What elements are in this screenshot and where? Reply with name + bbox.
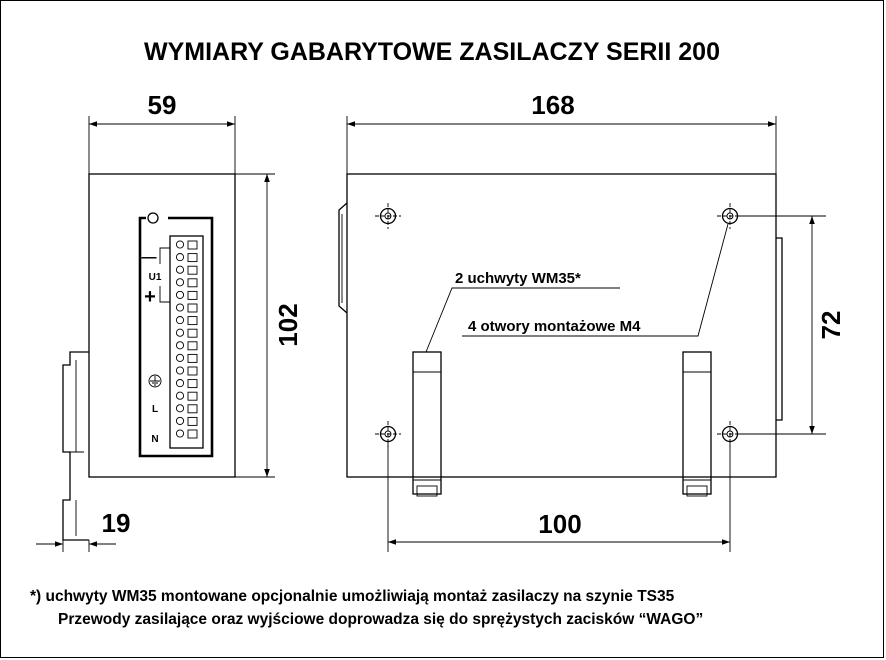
- plus-label: +: [144, 286, 156, 308]
- terminal-screw-icon: [175, 290, 185, 299]
- terminal-screw-icon: [175, 328, 185, 337]
- dim-height: 102: [273, 303, 303, 346]
- terminal-clamp: [187, 265, 198, 275]
- live-label: L: [152, 404, 158, 415]
- wm35-mount-left: [412, 351, 442, 497]
- din-rail-detail: [70, 360, 84, 536]
- terminal-screw-icon: [175, 366, 185, 375]
- output-bracket: [159, 247, 170, 303]
- terminal-clamp: [187, 429, 198, 439]
- terminal-clamp: [187, 379, 198, 389]
- din-rail-clip: [62, 351, 89, 541]
- led-indicator-icon: [147, 212, 159, 224]
- terminal-clamp: [187, 290, 198, 300]
- mounting-hole-icon: [717, 203, 743, 229]
- footnote-line-2: Przewody zasilające oraz wyjściowe dopro…: [58, 611, 703, 628]
- terminal-screw-icon: [175, 379, 185, 388]
- side-tab-right: [776, 237, 783, 421]
- terminal-clamp: [187, 391, 198, 401]
- side-view: 2 uchwyty WM35* 4 otwory montażowe M4 16…: [338, 90, 846, 552]
- dim-hole-spacing-vertical: 72: [816, 311, 846, 340]
- callout-holes: 4 otwory montażowe M4: [468, 318, 641, 335]
- ground-icon: [148, 374, 162, 388]
- dim-hole-spacing-horizontal: 100: [538, 509, 581, 539]
- terminal-screw-icon: [175, 253, 185, 262]
- terminal-screw-icon: [175, 341, 185, 350]
- terminal-screw-icon: [175, 303, 185, 312]
- terminal-screw-icon: [175, 278, 185, 287]
- neutral-label: N: [151, 434, 158, 445]
- terminal-clamp: [187, 303, 198, 313]
- terminal-screw-icon: [175, 240, 185, 249]
- terminal-clamp: [187, 328, 198, 338]
- terminal-clamp: [187, 278, 198, 288]
- terminal-clamp: [187, 353, 198, 363]
- terminal-screws: [175, 240, 198, 439]
- terminal-block: [169, 235, 204, 449]
- terminal-panel-outline: [138, 216, 214, 458]
- dim-length: 168: [531, 90, 574, 120]
- terminal-clamp: [187, 366, 198, 376]
- terminal-clamp: [187, 316, 198, 326]
- side-housing-outline: [346, 173, 777, 478]
- terminal-screw-icon: [175, 353, 185, 362]
- dim-rail-offset: 19: [102, 508, 131, 538]
- callout-mounts: 2 uchwyty WM35*: [455, 270, 581, 287]
- terminal-clamp: [187, 416, 198, 426]
- terminal-screw-icon: [175, 316, 185, 325]
- terminal-screw-icon: [175, 416, 185, 425]
- minus-label: —: [142, 249, 157, 266]
- front-view: — U1 + L N 59 102 19: [36, 90, 303, 552]
- drawing-title: WYMIARY GABARYTOWE ZASILACZY SERII 200: [144, 38, 720, 66]
- terminal-clamp: [187, 404, 198, 414]
- terminal-screw-icon: [175, 391, 185, 400]
- output-label: U1: [149, 272, 162, 283]
- terminal-screw-icon: [175, 265, 185, 274]
- dim-front-width: 59: [148, 90, 177, 120]
- wm35-mount-right: [682, 351, 712, 497]
- terminal-screw-icon: [175, 429, 185, 438]
- terminal-clamp: [187, 240, 198, 250]
- side-tab-left: [338, 202, 348, 314]
- terminal-clamp: [187, 341, 198, 351]
- front-housing-outline: [88, 173, 236, 478]
- footnote-line-1: *) uchwyty WM35 montowane opcjonalnie um…: [30, 588, 675, 605]
- terminal-clamp: [187, 253, 198, 263]
- mounting-hole-icon: [375, 203, 401, 229]
- terminal-screw-icon: [175, 404, 185, 413]
